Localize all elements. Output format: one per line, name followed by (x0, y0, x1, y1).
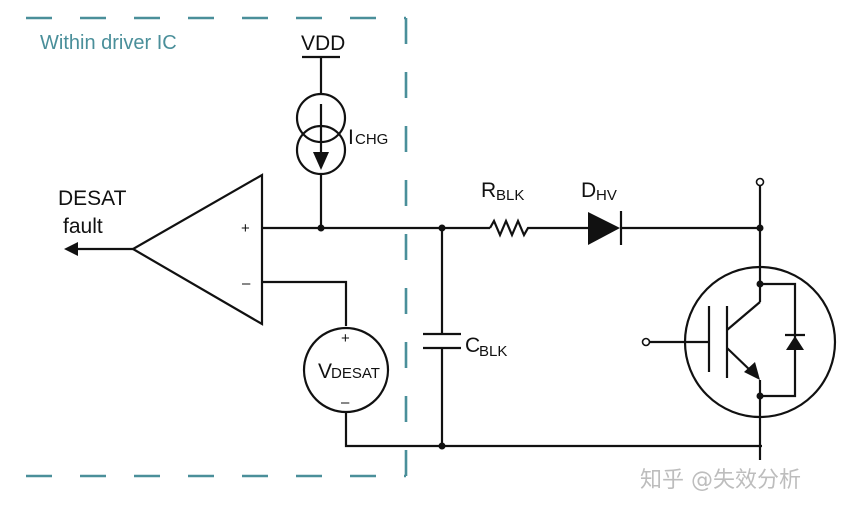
current-source-ichg (295, 92, 347, 228)
diode-dhv (588, 211, 760, 245)
freewheel-diode-icon (786, 336, 804, 350)
emitter-arrow-icon (744, 362, 760, 380)
minus-net-wire (262, 280, 348, 326)
desat-fault-label-1: DESAT (58, 187, 127, 210)
dhv-label-main: D (581, 179, 596, 202)
junction-dot (756, 392, 764, 400)
comparator-plus: + (241, 220, 250, 237)
ground-net-wire (344, 412, 762, 448)
vdd-label: VDD (301, 32, 345, 55)
vdesat-label-sub: DESAT (331, 365, 380, 382)
cblk-label-main: C (465, 334, 480, 357)
cblk-label-sub: BLK (479, 343, 507, 360)
rblk-label-main: R (481, 179, 496, 202)
junction-dot (756, 224, 764, 232)
output-arrow-icon (64, 242, 78, 256)
capacitor-cblk (423, 228, 461, 446)
dhv-label-sub: HV (596, 187, 617, 204)
ichg-label-main: I (348, 126, 354, 149)
ichg-label-sub: CHG (355, 131, 388, 148)
collector-terminal[interactable] (755, 177, 765, 187)
vdesat-label-main: V (318, 360, 332, 383)
resistor-rblk (489, 218, 588, 238)
vdesat-plus: + (341, 330, 350, 347)
gate-terminal[interactable] (641, 337, 651, 347)
junction-dot (756, 280, 764, 288)
igbt (649, 265, 837, 460)
comparator-minus: – (242, 275, 251, 292)
vdesat-minus: – (341, 394, 350, 411)
junction-dot (317, 224, 325, 232)
rblk-label-sub: BLK (496, 187, 524, 204)
comparator (64, 173, 264, 326)
desat-fault-label-2: fault (63, 215, 103, 238)
driver-ic-boundary (26, 16, 408, 478)
watermark: 知乎 @失效分析 (640, 468, 801, 493)
current-arrow-icon (313, 152, 329, 170)
region-label: Within driver IC (40, 32, 177, 54)
